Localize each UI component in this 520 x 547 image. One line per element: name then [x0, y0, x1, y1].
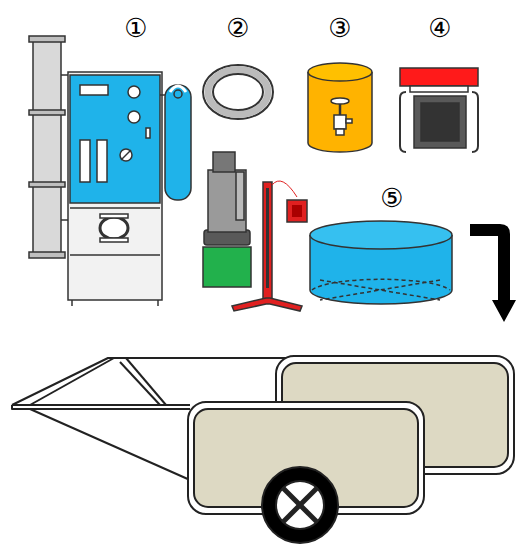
callout-number: ②: [226, 15, 249, 41]
callout-number: ①: [124, 15, 147, 41]
callout-number: ③: [328, 15, 351, 41]
callout-number: ⑤: [380, 185, 403, 211]
callout-number: ④: [428, 15, 451, 41]
